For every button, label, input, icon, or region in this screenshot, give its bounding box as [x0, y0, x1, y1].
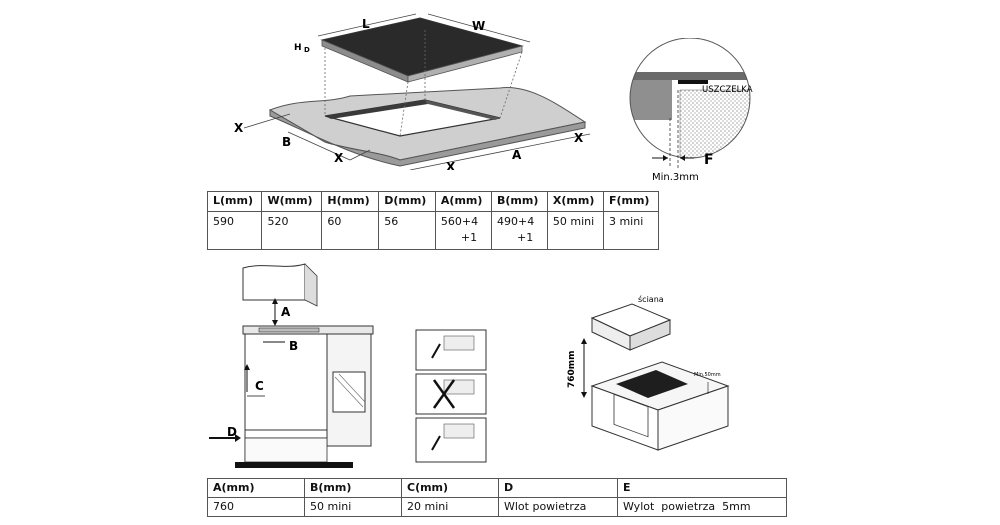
header-d: D: [498, 478, 618, 498]
cell-a-line2: +1: [460, 231, 478, 244]
cell-h: 60: [321, 211, 380, 250]
dimension-lines: [243, 13, 591, 170]
oven-label-d: D: [227, 425, 237, 439]
cell-a-line1: 560+4: [440, 215, 479, 228]
seal-detail-diagram: USZCZELKA F Min.3mm: [629, 38, 753, 183]
label-a: A: [512, 148, 522, 162]
seal-label: USZCZELKA: [702, 85, 753, 95]
label-b: B: [282, 135, 291, 149]
cell-b: 50 mini: [304, 497, 402, 517]
header-b: B(mm): [304, 478, 402, 498]
cell-d: 56: [378, 211, 436, 250]
table-row: 760 50 mini 20 mini Wlot powietrza Wylot…: [207, 497, 787, 517]
label-x-left: X: [234, 121, 244, 135]
header-c: C(mm): [401, 478, 499, 498]
header-l: L(mm): [206, 191, 263, 212]
cell-a: 560+4 +1: [434, 211, 492, 250]
header-a: A(mm): [434, 191, 492, 212]
header-b: B(mm): [490, 191, 548, 212]
cell-e: Wylot powietrza 5mm: [617, 497, 787, 517]
cell-d: Wlot powietrza: [498, 497, 618, 517]
dimensions-table: L(mm) W(mm) H(mm) D(mm) A(mm) B(mm) X(mm…: [206, 191, 660, 250]
countertop: [268, 87, 587, 167]
cell-x: 50 mini: [546, 211, 604, 250]
label-x-bottom: X: [446, 160, 456, 170]
wall-clearance-diagram: ściana 760mm Min.50mm: [567, 294, 730, 451]
oven-label-c: C: [255, 379, 264, 393]
label-d: D: [304, 46, 310, 54]
vent-detail-ok-1: [415, 329, 487, 371]
projection-lines: [324, 30, 523, 137]
wall-label: ściana: [638, 294, 664, 304]
header-h: H(mm): [321, 191, 380, 212]
header-f: F(mm): [602, 191, 660, 212]
label-f: F: [704, 152, 714, 168]
min-3mm-label: Min.3mm: [652, 172, 699, 183]
label-l: L: [362, 17, 370, 31]
cell-c: 20 mini: [401, 497, 499, 517]
cell-w: 520: [261, 211, 323, 250]
label-w: W: [472, 19, 485, 33]
header-d: D(mm): [378, 191, 436, 212]
cell-f: 3 mini: [602, 211, 660, 250]
vent-detail-diagrams: [415, 329, 487, 463]
header-w: W(mm): [261, 191, 323, 212]
clearance-table: A(mm) B(mm) C(mm) D E 760 50 mini 20 min…: [207, 478, 787, 517]
label-h: H: [294, 43, 302, 53]
cell-l: 590: [206, 211, 263, 250]
header-x: X(mm): [546, 191, 604, 212]
label-x-right: X: [574, 131, 584, 145]
oven-label-b: B: [289, 339, 298, 353]
table-row: 590 520 60 56 560+4 +1 490+4 +1 50 mini …: [206, 211, 660, 250]
cell-b-line1: 490+4: [496, 215, 535, 228]
header-e: E: [617, 478, 787, 498]
hob-top: [320, 17, 524, 83]
height-760-label: 760mm: [567, 350, 577, 388]
hob-installation-diagram: L W H D X B X X A X: [234, 13, 591, 170]
oven-label-a: A: [281, 305, 291, 319]
min-50mm-label: Min.50mm: [694, 372, 721, 378]
cell-b-line2: +1: [516, 231, 534, 244]
cell-b: 490+4 +1: [490, 211, 548, 250]
oven-cross-section-diagram: A B E C D: [209, 263, 374, 468]
vent-detail-ok-2: [415, 417, 487, 463]
cell-a: 760: [207, 497, 305, 517]
header-a: A(mm): [207, 478, 305, 498]
label-x-front: X: [334, 151, 344, 165]
vent-detail-wrong: [415, 373, 487, 415]
